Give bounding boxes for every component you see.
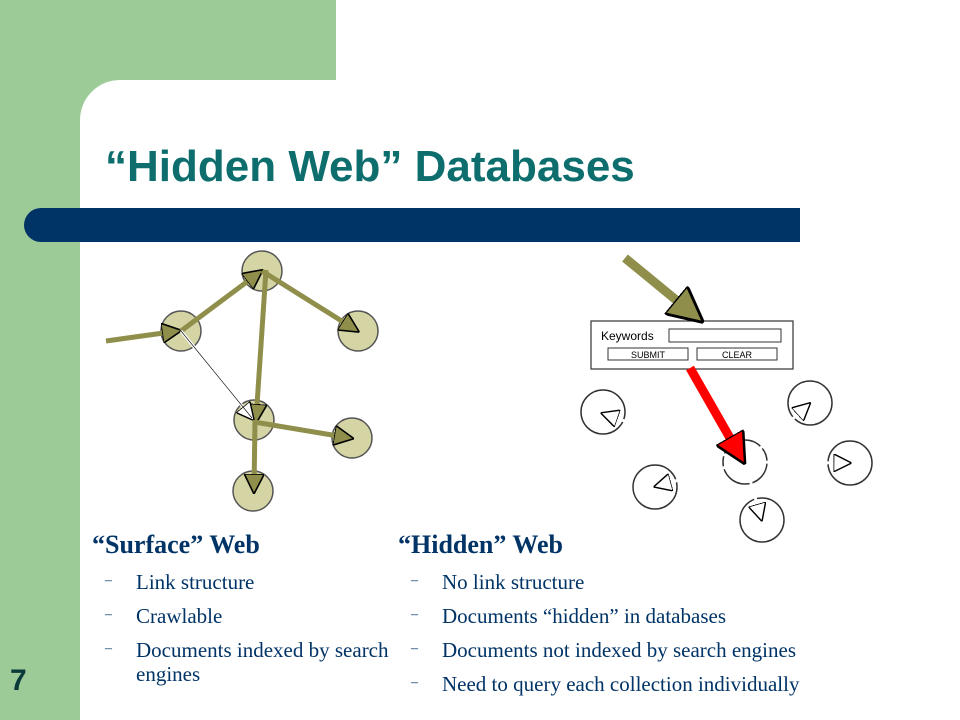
hidden-web-diagram: Keywords SUBMIT CLEAR [580,254,873,543]
clear-button [696,347,778,361]
keywords-input [668,328,782,343]
surface-web-heading: “Surface” Web [92,530,260,559]
hidden-web-column: “Hidden” Web –No link structure –Documen… [398,530,953,706]
hidden-link-to-bottom [743,461,761,518]
surface-node-right [337,310,379,352]
surface-link-left-center-outline [180,330,253,419]
surface-web-list: –Link structure –Crawlable –Documents in… [92,570,392,686]
bullet-dash: – [411,675,418,690]
hidden-node-left [580,389,626,435]
left-accent-band [0,0,80,720]
query-arrow-to-database [686,365,742,459]
list-item: –Crawlable [105,604,223,628]
hidden-link-to-upper-right [743,405,808,464]
hidden-link-to-right [744,462,848,463]
query-arrow-incoming [622,254,698,318]
bullet-dash: – [105,641,112,656]
clear-button-label: CLEAR [722,350,753,360]
page-number: 7 [10,664,27,697]
submit-button-label: SUBMIT [631,350,666,360]
bullet-dash: – [411,641,418,656]
surface-web-column: “Surface” Web –Link structure –Crawlable… [92,530,392,696]
list-item: –Documents not indexed by search engines [411,638,796,662]
bullet-dash: – [105,573,112,588]
slide-title: “Hidden Web” Databases [105,142,635,191]
surface-link-top-center [256,269,269,420]
surface-link-incoming [105,331,178,344]
list-item: –Documents “hidden” in databases [411,604,726,628]
top-accent-band [80,0,336,80]
submit-button [607,347,689,361]
list-item: –No link structure [411,570,585,594]
accent-corner [80,80,160,160]
hidden-node-lower-left [632,464,678,510]
list-item: –Link structure [105,570,255,594]
hidden-web-list: –No link structure –Documents “hidden” i… [398,570,953,696]
surface-link-center-bottom [254,419,255,490]
bullet-dash: – [105,607,112,622]
bullet-dash: – [411,607,418,622]
surface-web-diagram [105,250,379,512]
surface-link-top-right [260,268,356,330]
bullet-dash: – [411,573,418,588]
hidden-web-heading: “Hidden” Web [398,530,563,559]
surface-link-left-top [179,272,260,334]
list-item: –Need to query each collection individua… [411,672,800,696]
surface-link-center-lower-right [253,419,350,438]
title-divider-bar [24,208,800,242]
list-item: –Documents indexed by search engines [105,638,389,686]
keywords-label: Keywords [601,329,654,343]
